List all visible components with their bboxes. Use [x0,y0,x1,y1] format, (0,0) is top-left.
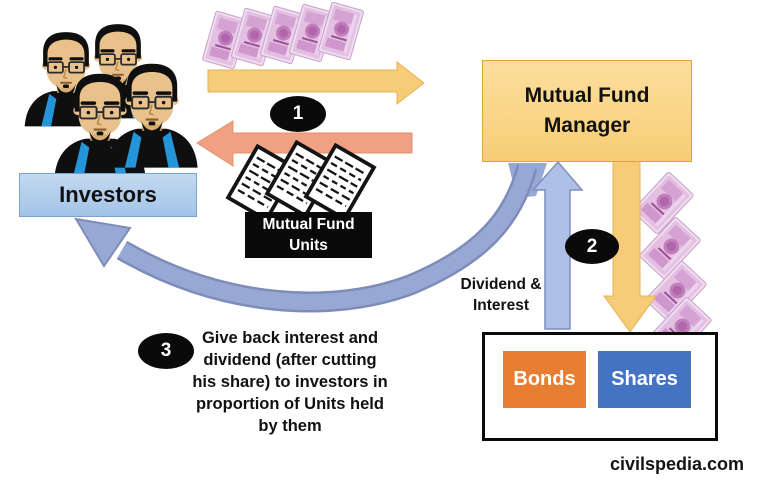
shares-label: Shares [611,368,678,390]
step-2-badge: 2 [565,229,619,264]
step-3-line: Give back interest and [201,329,379,347]
step-3-number: 3 [160,340,172,361]
return-to-investors-arrow [74,163,547,313]
units-label-line1: Mutual Fund [262,216,355,233]
step-3-line: by them [258,417,322,435]
rupee-notes-top-icon [201,1,365,70]
step-3-line: his share) to investors in [192,373,388,391]
money-to-manager-arrow [207,60,425,106]
dividend-up-arrow [531,160,584,330]
units-label-line2: Units [289,237,328,254]
dividend-interest-label: Dividend & Interest [433,273,569,317]
unit-certificates-icon [226,140,376,222]
units-to-investors-arrow [196,120,413,167]
manager-label-line2: Manager [543,114,631,137]
step-1-badge: 1 [270,96,326,132]
investors-group-icon [23,23,199,179]
step-3-badge: 3 [138,333,194,369]
mutual-fund-units-node: Mutual Fund Units [245,212,372,258]
manager-label-line1: Mutual Fund [524,84,650,107]
mutual-fund-manager-node: Mutual Fund Manager [482,60,692,162]
step-3-line: dividend (after cutting [203,351,377,369]
bonds-label: Bonds [513,368,576,390]
step-1-number: 1 [292,103,304,124]
step-3-description: Give back interest and dividend (after c… [186,327,394,437]
step-3-line: proportion of Units held [196,395,384,413]
shares-node: Shares [598,351,691,408]
bonds-node: Bonds [503,351,586,408]
step-2-number: 2 [586,235,598,257]
dividend-label-line2: Interest [473,297,529,314]
investors-label: Investors [59,182,157,207]
dividend-label-line1: Dividend & [460,276,542,293]
investors-node: Investors [19,173,197,217]
watermark: civilspedia.com [609,454,744,474]
investment-down-arrow [603,159,657,333]
